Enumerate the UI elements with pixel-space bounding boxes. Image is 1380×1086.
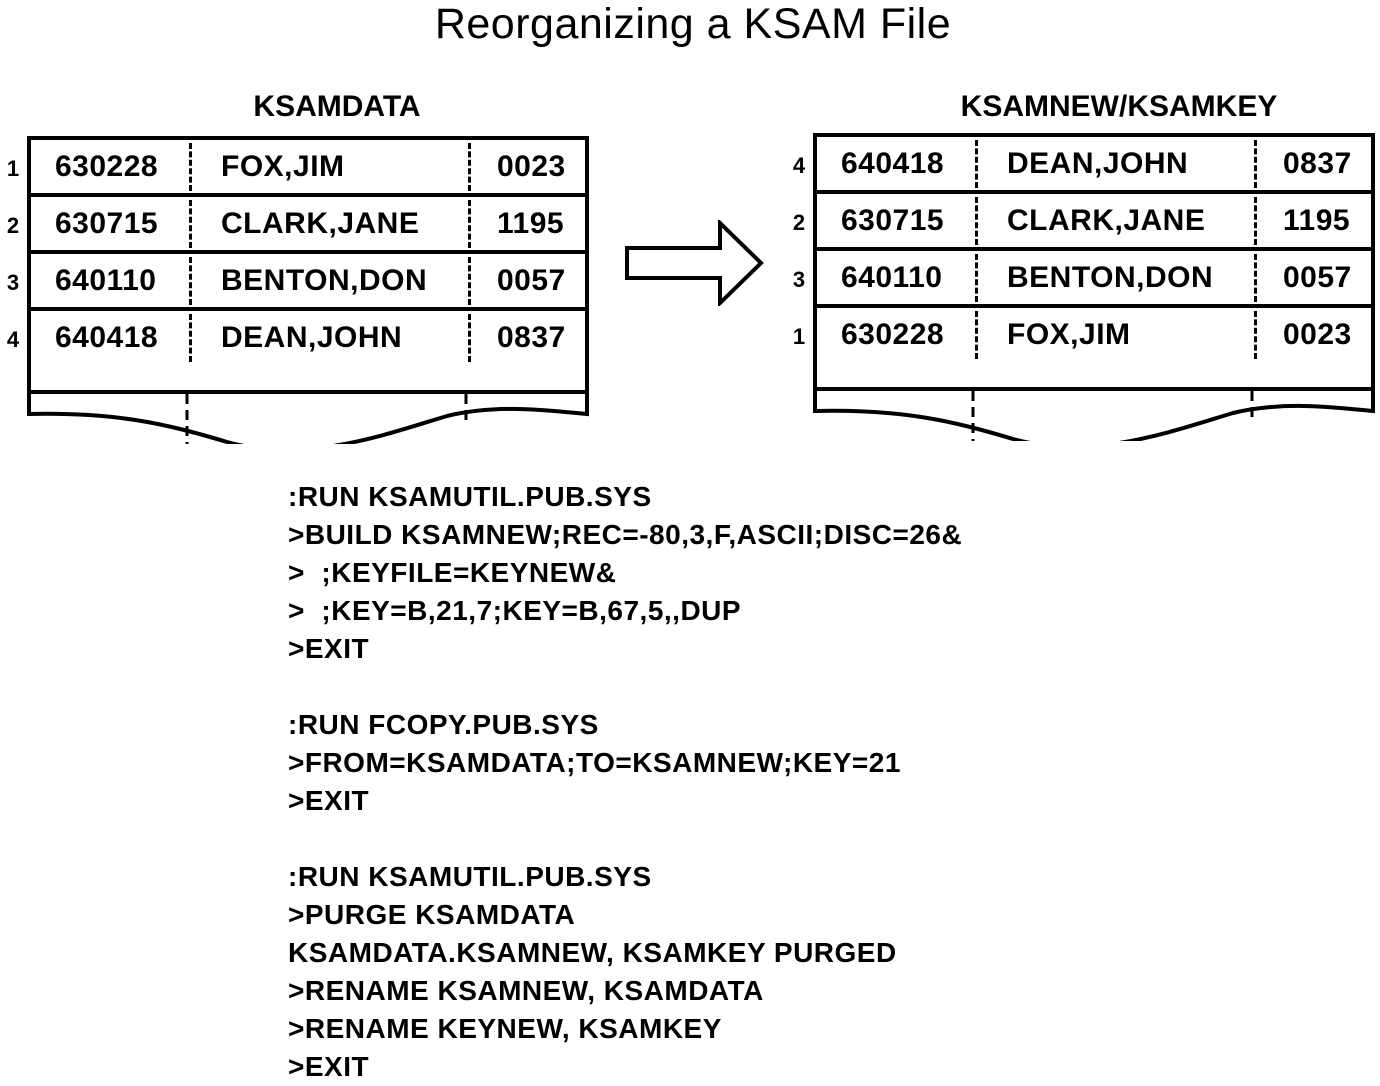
command-line: >FROM=KSAMDATA;TO=KSAMNEW;KEY=21 — [288, 747, 901, 778]
table-row: 1 630228 FOX,JIM 0023 — [793, 304, 1375, 361]
command-line: >RENAME KEYNEW, KSAMKEY — [288, 1013, 722, 1044]
field-divider — [468, 314, 471, 362]
field-divider — [189, 257, 192, 305]
field-divider — [975, 197, 978, 245]
record-name: DEAN,JOHN — [1007, 147, 1189, 180]
field-divider — [1254, 197, 1257, 245]
command-line: >PURGE KSAMDATA — [288, 899, 576, 930]
source-file-label: KSAMDATA — [253, 90, 421, 123]
record-number: 640418 — [55, 321, 159, 354]
field-divider — [1254, 140, 1257, 188]
field-divider — [468, 257, 471, 305]
command-line: :RUN KSAMUTIL.PUB.SYS — [288, 481, 652, 512]
field-divider — [1254, 311, 1257, 359]
command-listing: :RUN KSAMUTIL.PUB.SYS >BUILD KSAMNEW;REC… — [288, 478, 1338, 1086]
record-number: 640110 — [841, 261, 943, 294]
command-line: KSAMDATA.KSAMNEW, KSAMKEY PURGED — [288, 937, 897, 968]
record-number: 630715 — [841, 204, 945, 237]
record-index: 3 — [6, 270, 20, 295]
record-code: 0023 — [1283, 318, 1352, 351]
command-line: >RENAME KSAMNEW, KSAMDATA — [288, 975, 764, 1006]
field-divider — [189, 314, 192, 362]
right-arrow-outline-icon — [625, 220, 764, 306]
record-index: 4 — [6, 327, 20, 352]
block-spacer — [288, 820, 1338, 858]
command-line: >EXIT — [288, 785, 370, 816]
command-line: >EXIT — [288, 633, 370, 664]
table-row: 2 630715 CLARK,JANE 1195 — [793, 190, 1375, 247]
table-row: 1 630228 FOX,JIM 0023 — [7, 136, 589, 193]
field-divider — [1254, 254, 1257, 302]
record-name: BENTON,DON — [1007, 261, 1214, 294]
target-file-table: 4 640418 DEAN,JOHN 0837 2 630715 CLARK,J… — [793, 133, 1375, 441]
record-code: 1195 — [497, 207, 565, 240]
record-number: 630228 — [841, 318, 945, 351]
field-divider — [975, 254, 978, 302]
record-index: 1 — [6, 156, 20, 181]
record-number: 640418 — [841, 147, 945, 180]
target-file-label: KSAMNEW/KSAMKEY — [960, 90, 1278, 123]
file-tail-shape — [813, 361, 1375, 441]
record-code: 0023 — [497, 150, 566, 183]
diagram-title: Reorganizing a KSAM File — [434, 0, 952, 48]
field-divider — [468, 200, 471, 248]
record-index: 1 — [792, 324, 806, 349]
record-name: CLARK,JANE — [1007, 204, 1206, 237]
record-name: FOX,JIM — [221, 150, 345, 183]
record-code: 0057 — [1283, 261, 1352, 294]
field-divider — [189, 200, 192, 248]
table-row: 4 640418 DEAN,JOHN 0837 — [7, 307, 589, 364]
table-row: 3 640110 BENTON,DON 0057 — [7, 250, 589, 307]
command-line: > ;KEYFILE=KEYNEW& — [288, 557, 617, 588]
command-line: >BUILD KSAMNEW;REC=-80,3,F,ASCII;DISC=26… — [288, 519, 963, 550]
record-code: 0837 — [1283, 147, 1352, 180]
record-name: CLARK,JANE — [221, 207, 420, 240]
record-number: 640110 — [55, 264, 157, 297]
field-divider — [468, 143, 471, 191]
table-row: 4 640418 DEAN,JOHN 0837 — [793, 133, 1375, 190]
record-code: 0057 — [497, 264, 566, 297]
command-line: > ;KEY=B,21,7;KEY=B,67,5,,DUP — [288, 595, 742, 626]
record-name: BENTON,DON — [221, 264, 428, 297]
field-divider — [189, 143, 192, 191]
command-line: >EXIT — [288, 1051, 370, 1082]
record-number: 630715 — [55, 207, 159, 240]
record-code: 0837 — [497, 321, 566, 354]
command-line: :RUN FCOPY.PUB.SYS — [288, 709, 599, 740]
record-index: 2 — [792, 210, 806, 235]
field-divider — [975, 140, 978, 188]
record-index: 3 — [792, 267, 806, 292]
record-name: DEAN,JOHN — [221, 321, 403, 354]
record-index: 2 — [6, 213, 20, 238]
file-tail-shape — [27, 364, 589, 444]
record-name: FOX,JIM — [1007, 318, 1131, 351]
record-index: 4 — [792, 153, 806, 178]
field-divider — [975, 311, 978, 359]
command-line: :RUN KSAMUTIL.PUB.SYS — [288, 861, 652, 892]
record-number: 630228 — [55, 150, 159, 183]
record-code: 1195 — [1283, 204, 1351, 237]
block-spacer — [288, 668, 1338, 706]
table-row: 3 640110 BENTON,DON 0057 — [793, 247, 1375, 304]
table-row: 2 630715 CLARK,JANE 1195 — [7, 193, 589, 250]
source-file-table: 1 630228 FOX,JIM 0023 2 630715 CLARK,JAN… — [7, 136, 589, 444]
